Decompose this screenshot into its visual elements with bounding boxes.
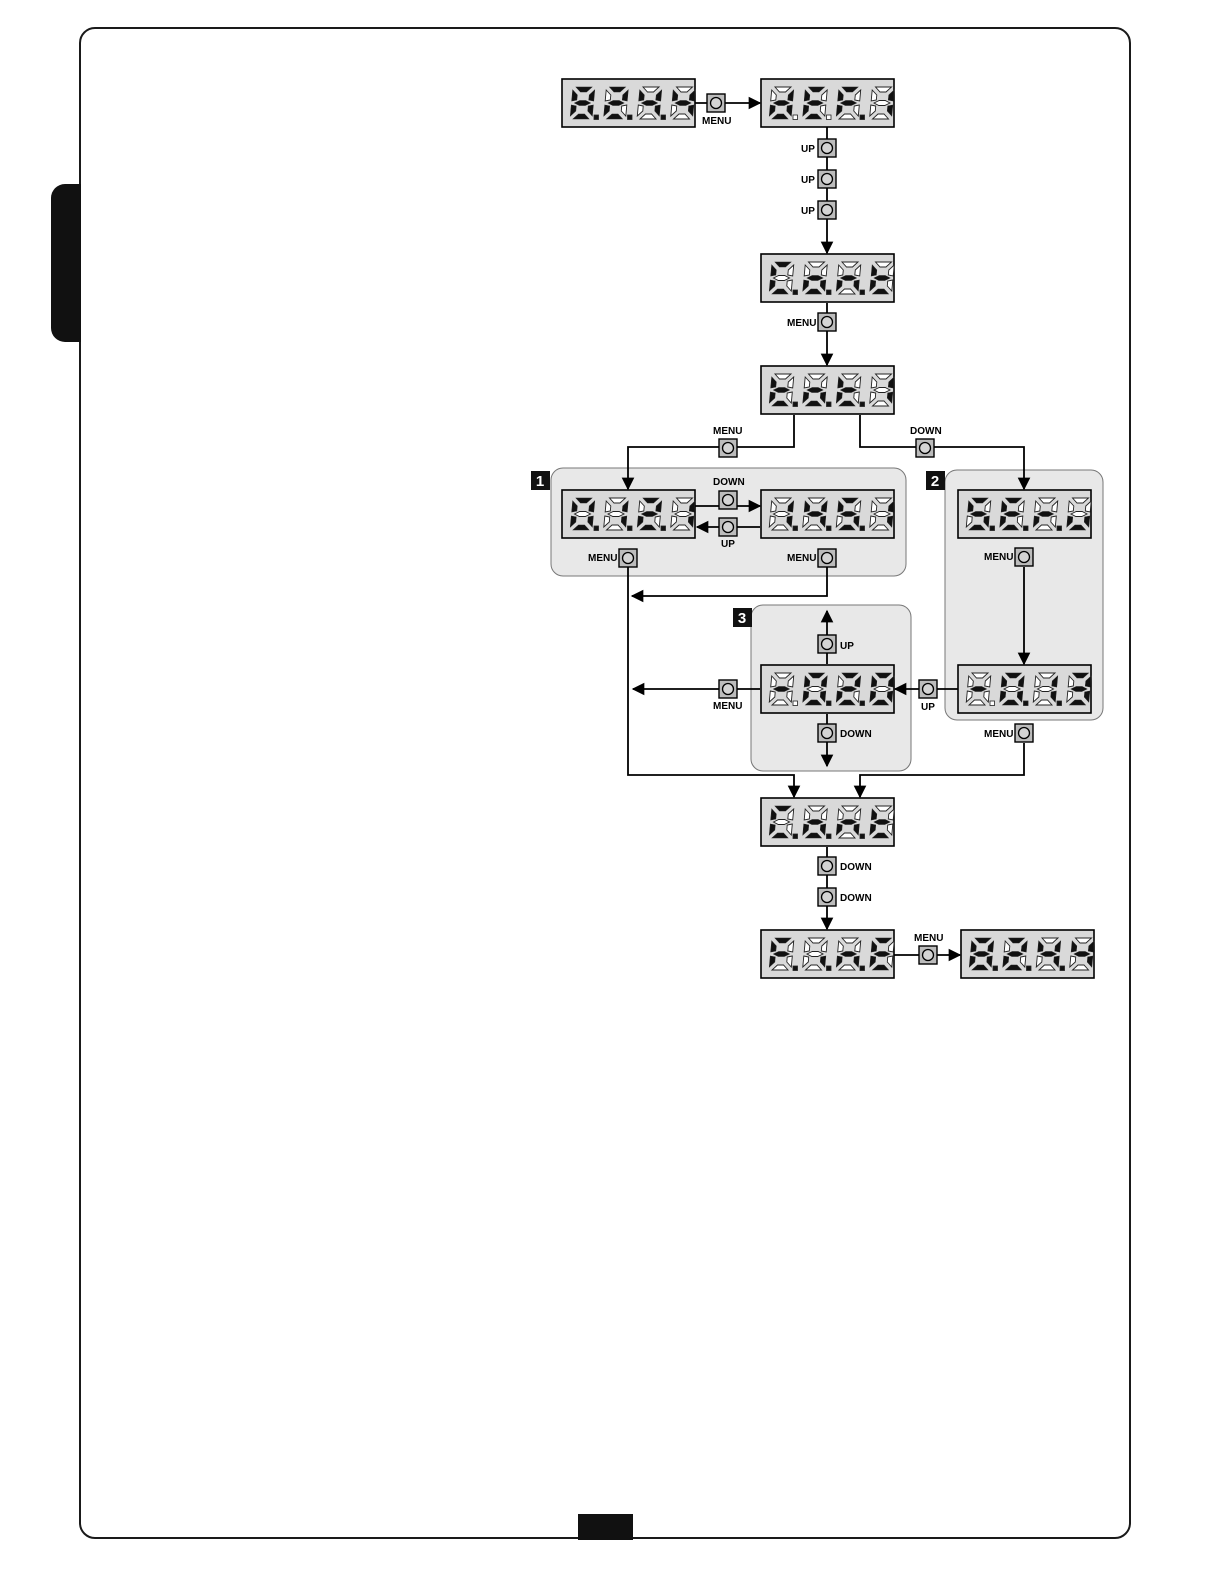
menu-button-g3[interactable] (719, 680, 737, 698)
up-button-1[interactable] (818, 139, 836, 157)
down-button-g1[interactable] (719, 491, 737, 509)
menu-button-g2-bottom[interactable] (1015, 724, 1033, 742)
menu-button-g1-right[interactable] (818, 549, 836, 567)
down-label-tot: DOWN (910, 426, 942, 437)
display-cont-top (761, 254, 894, 302)
menu-label-g2: MENU (984, 552, 1013, 563)
down-button-cont-2[interactable] (818, 888, 836, 906)
display-tot (761, 366, 894, 414)
display-fine (761, 930, 894, 978)
menu-label-start: MENU (702, 116, 731, 127)
menu-label-fine: MENU (914, 933, 943, 944)
up-button-g3-top[interactable] (818, 635, 836, 653)
menu-button-g1-left[interactable] (619, 549, 637, 567)
up-label-g1: UP (721, 539, 735, 550)
group-1-number: 1 (536, 473, 544, 490)
menu-label-tot: MENU (713, 426, 742, 437)
display-def (761, 79, 894, 127)
up-label-3: UP (801, 206, 815, 217)
menu-label-g1-right: MENU (787, 553, 816, 564)
menu-button-tot[interactable] (719, 439, 737, 457)
up-label-2: UP (801, 175, 815, 186)
display-g2-top (958, 490, 1091, 538)
display-end (961, 930, 1094, 978)
display-cont-bottom (761, 798, 894, 846)
down-label-cont-2: DOWN (840, 893, 872, 904)
menu-button-cont[interactable] (818, 313, 836, 331)
display-g1-left (562, 490, 695, 538)
down-label-g1: DOWN (713, 477, 745, 488)
display-start (562, 79, 695, 127)
up-label-g2-to-g3: UP (921, 702, 935, 713)
menu-label-g1-left: MENU (588, 553, 617, 564)
down-button-tot[interactable] (916, 439, 934, 457)
up-label-g3-top: UP (840, 641, 854, 652)
menu-button-start[interactable] (707, 94, 725, 112)
menu-label-cont: MENU (787, 318, 816, 329)
up-label-1: UP (801, 144, 815, 155)
up-button-2[interactable] (818, 170, 836, 188)
down-button-g3[interactable] (818, 724, 836, 742)
display-g1-right (761, 490, 894, 538)
up-button-3[interactable] (818, 201, 836, 219)
display-g3 (761, 665, 894, 713)
menu-button-fine[interactable] (919, 946, 937, 964)
group-2-number: 2 (931, 473, 939, 490)
menu-label-g2-bottom: MENU (984, 729, 1013, 740)
group-3-number: 3 (738, 610, 746, 627)
up-button-g2-to-g3[interactable] (919, 680, 937, 698)
display-g2-bottom (958, 665, 1091, 713)
menu-button-g2[interactable] (1015, 548, 1033, 566)
down-label-cont-1: DOWN (840, 862, 872, 873)
up-button-g1[interactable] (719, 518, 737, 536)
menu-label-g3: MENU (713, 701, 742, 712)
down-button-cont-1[interactable] (818, 857, 836, 875)
down-label-g3: DOWN (840, 729, 872, 740)
